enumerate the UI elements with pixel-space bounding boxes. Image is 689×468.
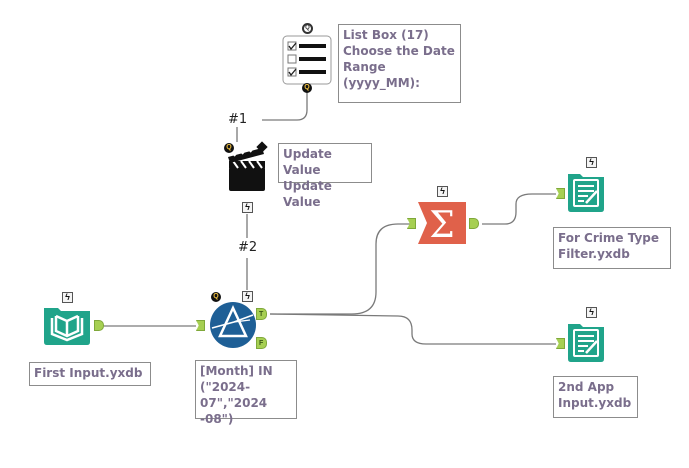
connection-filter-true-to-summarize[interactable] (270, 223, 410, 315)
action-tool[interactable] (228, 141, 268, 191)
question-anchor-icon[interactable]: Q (224, 143, 234, 153)
action-bolt-icon[interactable]: ϟ (242, 202, 253, 213)
list-box-tool[interactable] (282, 35, 332, 85)
list-box-annotation: List Box (17) Choose the Date Range (yyy… (338, 24, 461, 103)
action-bolt-icon[interactable]: ϟ (242, 291, 253, 302)
filter-true-anchor[interactable]: T (256, 308, 267, 320)
output2-tool[interactable] (568, 324, 604, 362)
input-output-anchor[interactable] (94, 320, 104, 331)
output-file-icon (573, 329, 599, 357)
clapperboard-icon (228, 141, 268, 191)
output1-annotation: For Crime Type Filter.yxdb (553, 227, 671, 269)
action-bolt-icon[interactable]: ϟ (586, 307, 597, 318)
action-annotation: Update Value Update Value (278, 143, 372, 209)
connection-filter-true-to-output2[interactable] (269, 313, 556, 345)
summarize-output-anchor[interactable] (469, 218, 479, 229)
connection-listbox-to-action[interactable] (262, 92, 308, 121)
question-output-anchor-icon[interactable]: Q (302, 83, 312, 93)
filter-false-anchor[interactable]: F (256, 337, 267, 349)
action-bolt-icon[interactable]: ϟ (62, 292, 73, 303)
output-file-icon (573, 179, 599, 207)
question-input-anchor-icon[interactable]: Q (302, 23, 313, 34)
prism-icon (211, 305, 254, 338)
checklist-icon (287, 41, 326, 77)
output2-annotation: 2nd App Input.yxdb (553, 376, 638, 418)
filter-annotation: [Month] IN ("2024-07","2024 -08") (195, 360, 297, 426)
output1-tool[interactable] (568, 174, 604, 212)
connection-label: #2 (238, 240, 258, 255)
connection-label: #1 (228, 112, 248, 127)
action-bolt-icon[interactable]: ϟ (586, 157, 597, 168)
sigma-icon: Σ (429, 205, 454, 246)
input-tool[interactable] (44, 308, 90, 345)
action-bolt-icon[interactable]: ϟ (437, 186, 448, 197)
summarize-tool[interactable]: Σ (418, 202, 466, 246)
question-anchor-icon[interactable]: Q (211, 292, 221, 302)
open-book-icon (50, 314, 84, 342)
filter-tool[interactable] (210, 302, 256, 348)
connection-summarize-to-output1[interactable] (482, 193, 556, 225)
input-annotation: First Input.yxdb (29, 362, 151, 386)
